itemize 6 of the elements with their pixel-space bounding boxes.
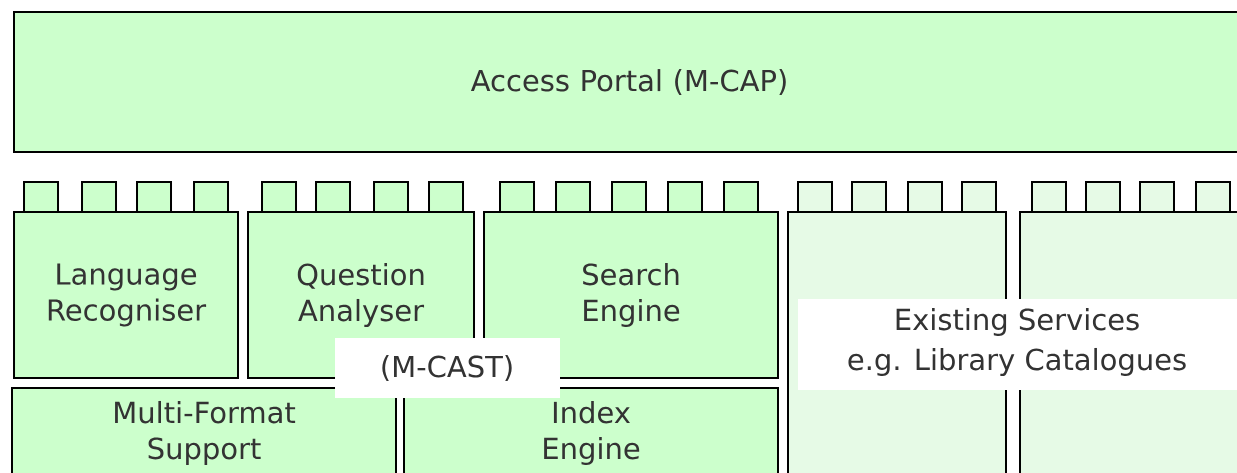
portal-box: Access Portal (M-CAP) xyxy=(13,11,1237,153)
component-box: Index Engine xyxy=(403,387,779,473)
label: Existing Services xyxy=(896,307,1139,337)
label: e.g. Library Catalogues xyxy=(848,347,1186,377)
component-box: Language Recogniser xyxy=(13,211,239,379)
component-box: Multi-Format Support xyxy=(11,387,397,473)
